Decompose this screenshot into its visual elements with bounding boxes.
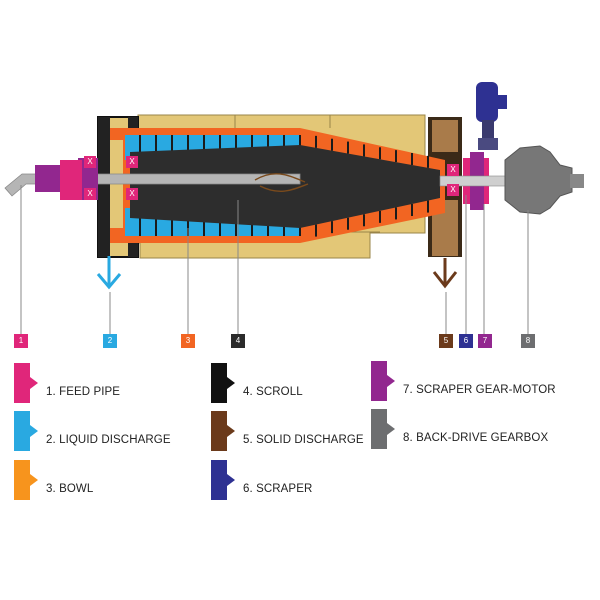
legend-label: 1. FEED PIPE bbox=[46, 386, 121, 398]
bearing-mark: X bbox=[447, 164, 459, 176]
legend-flag-icon bbox=[211, 363, 235, 403]
solid-discharge-arrow bbox=[432, 258, 458, 289]
bearing-mark: X bbox=[447, 184, 459, 196]
marker-8: 8 bbox=[521, 334, 535, 348]
bearing-mark: X bbox=[84, 188, 96, 200]
bearing-mark: X bbox=[126, 156, 138, 168]
legend-label: 5. SOLID DISCHARGE bbox=[243, 434, 364, 446]
scroll bbox=[130, 145, 440, 228]
legend-label: 2. LIQUID DISCHARGE bbox=[46, 434, 171, 446]
bearing-mark: X bbox=[84, 156, 96, 168]
scraper-gear-motor bbox=[476, 82, 498, 122]
bearing-mark: X bbox=[126, 188, 138, 200]
legend-flag-icon bbox=[371, 409, 395, 449]
legend-flag-icon bbox=[14, 460, 38, 500]
legend-flag-shape bbox=[211, 460, 235, 500]
legend-flag-icon bbox=[14, 411, 38, 451]
liquid-discharge-arrow bbox=[96, 256, 122, 290]
marker-3: 3 bbox=[181, 334, 195, 348]
legend-label: 7. SCRAPER GEAR-MOTOR bbox=[403, 384, 556, 396]
legend-flag-icon bbox=[14, 363, 38, 403]
marker-6: 6 bbox=[459, 334, 473, 348]
legend-flag-shape bbox=[14, 460, 38, 500]
legend-flag-icon bbox=[211, 411, 235, 451]
marker-4: 4 bbox=[231, 334, 245, 348]
marker-7: 7 bbox=[478, 334, 492, 348]
legend-flag-shape bbox=[14, 363, 38, 403]
legend-flag-shape bbox=[371, 409, 395, 449]
legend-flag-shape bbox=[14, 411, 38, 451]
feed-flow bbox=[254, 173, 309, 193]
back-drive-gearbox bbox=[504, 145, 573, 215]
marker-2: 2 bbox=[103, 334, 117, 348]
legend-flag-icon bbox=[371, 361, 395, 401]
legend-label: 3. BOWL bbox=[46, 483, 94, 495]
legend-flag-shape bbox=[211, 363, 235, 403]
centrifuge-cross-section bbox=[4, 82, 584, 334]
marker-1: 1 bbox=[14, 334, 28, 348]
legend-flag-shape bbox=[211, 411, 235, 451]
legend-label: 4. SCROLL bbox=[243, 386, 303, 398]
legend-label: 8. BACK-DRIVE GEARBOX bbox=[403, 432, 549, 444]
leader-lines bbox=[20, 185, 529, 334]
legend-flag-icon bbox=[211, 460, 235, 500]
marker-5: 5 bbox=[439, 334, 453, 348]
legend-flag-shape bbox=[371, 361, 395, 401]
legend-label: 6. SCRAPER bbox=[243, 483, 313, 495]
